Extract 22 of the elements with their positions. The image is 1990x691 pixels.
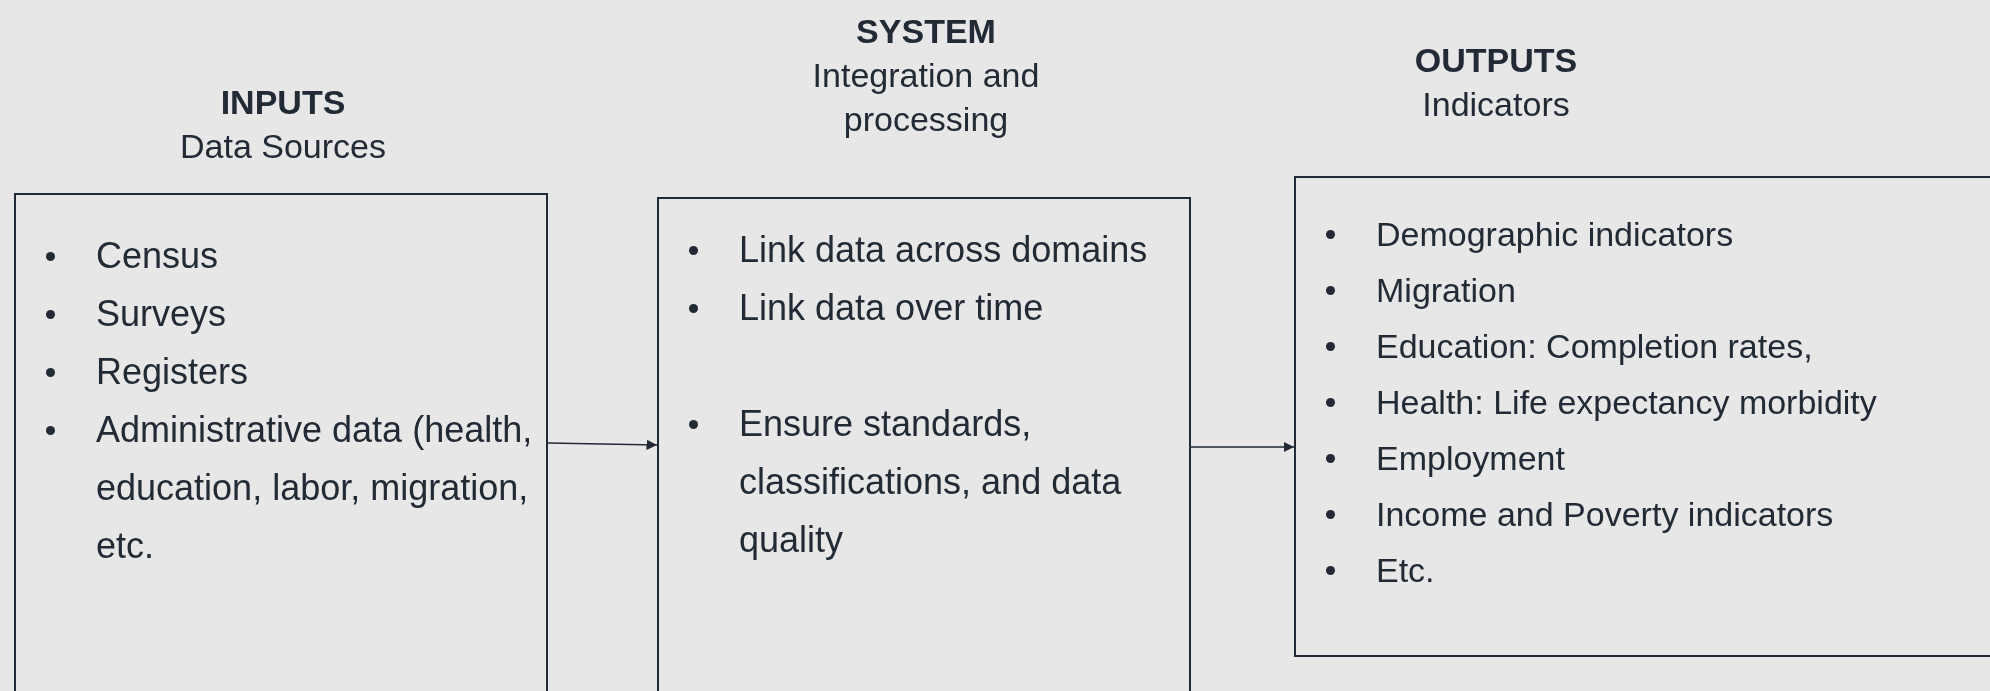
list-item: Census [96, 234, 219, 278]
list-item: Education: Completion rates, [1376, 326, 1813, 367]
list-item: Link data across domains [739, 228, 1148, 272]
list-item: Migration [1376, 270, 1516, 311]
list-item: Health: Life expectancy morbidity [1376, 382, 1877, 423]
column-heading: SYSTEM [856, 11, 996, 52]
list-item: Link data over time [739, 286, 1044, 330]
arrow [547, 439, 658, 451]
list-item: Employment [1376, 438, 1565, 479]
list-item: Ensure standards, classifications, and data quality [739, 402, 1123, 562]
column-subheading: Indicators [1422, 84, 1570, 125]
list-item: Demographic indicators [1376, 214, 1734, 255]
list-item: Income and Poverty indicators [1376, 494, 1834, 535]
list-item: Surveys [96, 292, 227, 336]
list-item: Registers [96, 350, 249, 394]
column-subheading: Integration and processing [811, 55, 1041, 140]
list-item: Etc. [1376, 550, 1435, 591]
column-heading: INPUTS [220, 82, 346, 123]
column-heading: OUTPUTS [1414, 40, 1578, 81]
list-item: Administrative data (health, education, labor, migration, etc. [96, 408, 534, 568]
column-subheading: Data Sources [180, 126, 386, 167]
arrow [1190, 441, 1295, 453]
